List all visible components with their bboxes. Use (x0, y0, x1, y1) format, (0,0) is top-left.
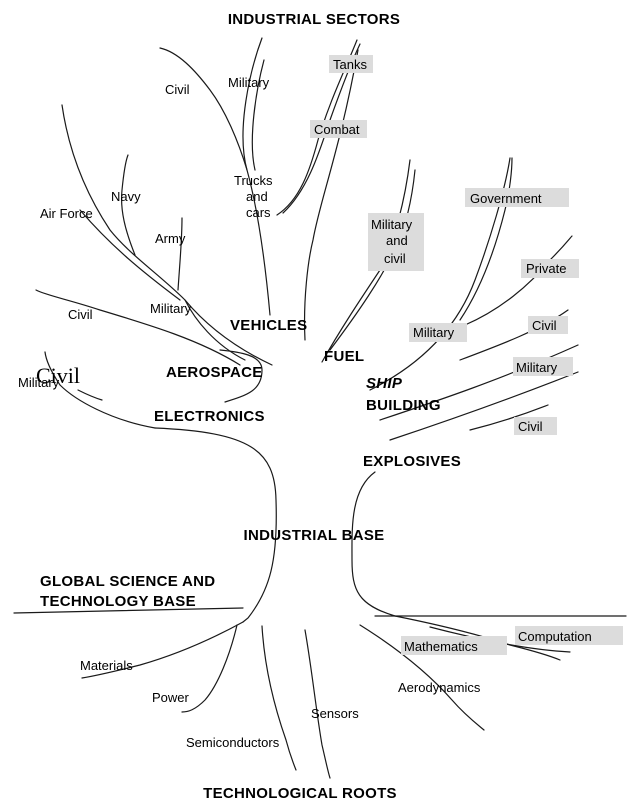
sector-aerospace: AEROSPACE (166, 364, 263, 381)
branch-fuel-line2: and (386, 233, 408, 248)
aerodynamics-root (359, 624, 485, 731)
ship-military-highlight (409, 323, 467, 342)
ship-civil-highlight (528, 316, 568, 334)
branch-aerospace-civil: Civil (68, 307, 93, 322)
root-power: Power (152, 690, 190, 705)
sector-fuel: FUEL (324, 348, 364, 365)
vehicles-main-branch (159, 47, 271, 316)
branch-combat: Combat (314, 122, 360, 137)
computation-highlight (515, 626, 623, 645)
branch-explosives-civil: Civil (518, 419, 543, 434)
sensors-root (304, 629, 331, 779)
branch-tanks: Tanks (333, 57, 367, 72)
electronics-military-arrow (77, 389, 103, 401)
root-branches (81, 615, 571, 779)
tanks-highlight (329, 55, 373, 73)
branch-army: Army (155, 231, 186, 246)
sector-ship-line1: SHIP (366, 375, 403, 392)
explosives-military-branch (389, 371, 579, 441)
branch-ship-civil: Civil (532, 318, 557, 333)
branch-explosives-military: Military (516, 360, 558, 375)
aerospace-military-branch (184, 299, 246, 361)
branch-vehicles-civil: Civil (165, 82, 190, 97)
branch-government: Government (470, 191, 542, 206)
army-branch (177, 217, 183, 291)
branch-ship-military: Military (413, 325, 455, 340)
semiconductors-root (261, 625, 297, 771)
air-force-branch (79, 209, 181, 301)
branch-electronics-civil: Civil (36, 363, 80, 388)
power-root (181, 624, 238, 713)
branch-vehicles-military: Military (228, 75, 270, 90)
root-mathematics: Mathematics (404, 639, 478, 654)
fuel-trunk-branch (303, 49, 359, 341)
fuel-highlight (368, 213, 424, 271)
sector-ship-line2: BUILDING (366, 397, 441, 414)
navy-branch (120, 154, 136, 256)
electronics-branch (44, 351, 156, 429)
branch-private: Private (526, 261, 566, 276)
sector-electronics: ELECTRONICS (154, 408, 265, 425)
branch-navy: Navy (111, 189, 141, 204)
branch-trucks-line2: and (246, 189, 268, 204)
vehicles-military-branch-2 (251, 59, 265, 171)
government-highlight (465, 188, 569, 207)
branch-fuel-line3: civil (384, 251, 406, 266)
electronics-branch-lower (219, 349, 263, 403)
trunk-right-edge (351, 471, 396, 617)
vehicles-military-branch (242, 37, 263, 171)
government-branch-2 (459, 157, 513, 321)
branch-aerospace-military: Military (150, 301, 192, 316)
aerospace-civil-branch (35, 289, 241, 366)
root-sensors: Sensors (311, 706, 359, 721)
explosives-civil-branch (469, 404, 549, 431)
label-industrial-base: INDUSTRIAL BASE (244, 527, 385, 544)
aerospace-main-branch (61, 104, 273, 366)
root-materials: Materials (80, 658, 133, 673)
trunk (154, 427, 396, 623)
branch-fuel-line1: Military (371, 217, 413, 232)
label-science-base-line1: GLOBAL SCIENCE AND (40, 573, 215, 590)
branch-trucks-line3: cars (246, 205, 271, 220)
branch-electronics-military: Military (18, 375, 60, 390)
explosives-civil-highlight (514, 417, 557, 435)
root-semiconductors: Semiconductors (186, 735, 280, 750)
title-industrial-sectors: INDUSTRIAL SECTORS (228, 11, 400, 28)
title-technological-roots: TECHNOLOGICAL ROOTS (203, 785, 397, 802)
root-computation: Computation (518, 629, 592, 644)
branch-trucks-line1: Trucks (234, 173, 273, 188)
combat-highlight (310, 120, 367, 138)
label-science-base-line2: TECHNOLOGY BASE (40, 593, 196, 610)
upper-branches (35, 37, 579, 441)
explosives-military-highlight (513, 357, 573, 376)
materials-root (81, 621, 244, 679)
sector-vehicles: VEHICLES (230, 317, 307, 334)
mathematics-highlight (401, 636, 507, 655)
trunk-left-edge (154, 427, 277, 623)
private-highlight (521, 259, 579, 278)
ground-line-left (13, 607, 244, 614)
branch-air-force: Air Force (40, 206, 93, 221)
root-aerodynamics: Aerodynamics (398, 680, 481, 695)
sector-explosives: EXPLOSIVES (363, 453, 461, 470)
